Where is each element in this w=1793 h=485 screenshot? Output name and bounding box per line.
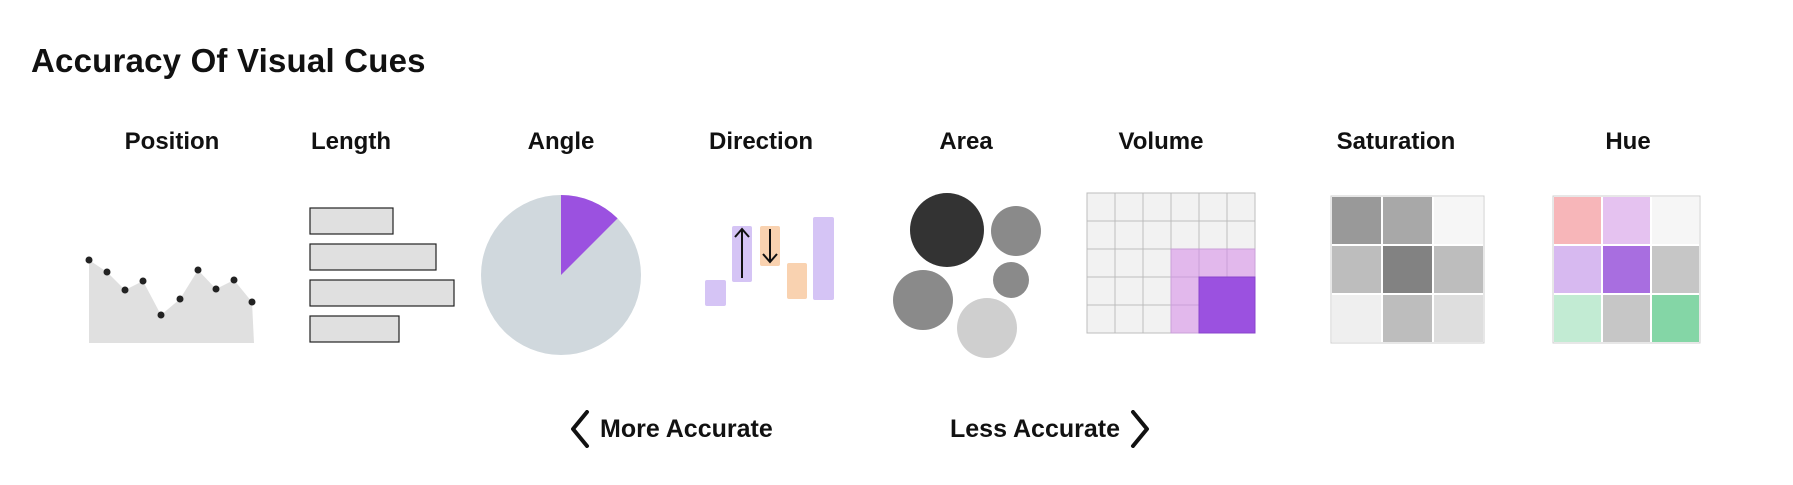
- more-accurate-link[interactable]: More Accurate: [570, 410, 773, 448]
- volume-grid: [1086, 192, 1256, 334]
- more-accurate-label: More Accurate: [600, 414, 773, 443]
- less-accurate-link[interactable]: Less Accurate: [950, 410, 1150, 448]
- area-circles: [893, 193, 1041, 358]
- hue-grid-border: [1552, 195, 1701, 344]
- saturation-grid: [1330, 195, 1485, 344]
- chevron-right-icon: [1131, 410, 1149, 448]
- cue-label-length: Length: [311, 128, 391, 155]
- cue-label-saturation: Saturation: [1336, 128, 1456, 155]
- cue-label-volume: Volume: [1118, 128, 1204, 155]
- length-bars: [309, 207, 455, 343]
- cue-label-angle: Angle: [527, 128, 595, 155]
- hue-grid: [1552, 195, 1701, 344]
- page-title: Accuracy Of Visual Cues: [31, 42, 426, 79]
- cue-label-hue: Hue: [1605, 128, 1651, 155]
- angle-pie: [481, 194, 641, 355]
- cue-label-area: Area: [939, 128, 993, 155]
- position-area-chart: [85, 256, 256, 343]
- less-accurate-label: Less Accurate: [950, 414, 1120, 443]
- chevron-left-icon: [571, 410, 589, 448]
- cue-label-position: Position: [124, 128, 220, 155]
- saturation-grid-border: [1330, 195, 1485, 344]
- cue-label-direction: Direction: [708, 128, 814, 155]
- direction-bars: [705, 217, 834, 306]
